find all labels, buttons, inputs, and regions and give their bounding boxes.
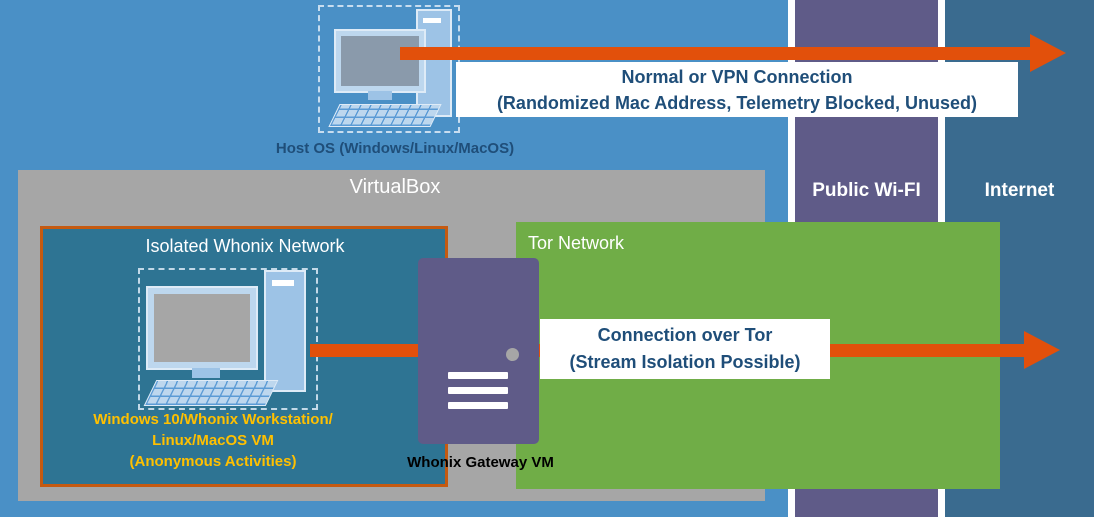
pc-monitor-stand: [192, 368, 220, 378]
server-slot-icon: [448, 387, 508, 394]
tor-connection-line1: Connection over Tor: [597, 325, 773, 345]
tor-connection-label: Connection over Tor (Stream Isolation Po…: [540, 319, 830, 379]
virtualbox-label: VirtualBox: [349, 176, 441, 198]
pc-screen: [154, 294, 250, 362]
pc-tower-icon: [264, 270, 306, 392]
tor-connection-arrowhead: [1024, 331, 1060, 369]
workstation-computer-icon: [138, 268, 318, 410]
tor-connection-line2: (Stream Isolation Possible): [569, 352, 801, 372]
vpn-connection-arrow: [400, 47, 1032, 60]
workstation-caption-line3: (Anonymous Activities): [129, 453, 297, 470]
tor-network-label: Tor Network: [528, 233, 625, 253]
internet-label: Internet: [984, 180, 1055, 201]
host-computer-icon: [318, 5, 460, 133]
whonix-gateway-server-icon: [418, 258, 539, 444]
pc-monitor-icon: [146, 286, 258, 370]
pc-screen: [341, 36, 419, 86]
vpn-connection-line2: (Randomized Mac Address, Telemetry Block…: [496, 92, 978, 113]
pc-tower-slot: [272, 280, 294, 286]
workstation-caption: Windows 10/Whonix Workstation/ Linux/Mac…: [48, 409, 378, 472]
pc-keyboard-icon: [143, 380, 279, 406]
vpn-connection-label: Normal or VPN Connection (Randomized Mac…: [456, 62, 1018, 117]
pc-monitor-icon: [334, 29, 426, 93]
workstation-caption-line1: Windows 10/Whonix Workstation/: [93, 411, 333, 428]
vpn-connection-arrowhead: [1030, 34, 1066, 72]
server-slot-icon: [448, 402, 508, 409]
host-os-label: Host OS (Windows/Linux/MacOS): [275, 140, 515, 157]
whonix-gateway-label: Whonix Gateway VM: [407, 454, 554, 471]
server-power-button-icon: [506, 348, 519, 361]
workstation-caption-line2: Linux/MacOS VM: [152, 432, 274, 449]
pc-keyboard-icon: [328, 104, 442, 127]
pc-tower-slot: [423, 18, 441, 23]
public-wifi-label: Public Wi-FI: [812, 180, 921, 201]
server-slot-icon: [448, 372, 508, 379]
vpn-connection-line1: Normal or VPN Connection: [621, 66, 853, 87]
pc-monitor-stand: [368, 91, 392, 100]
isolated-whonix-network-label: Isolated Whonix Network: [145, 236, 345, 256]
